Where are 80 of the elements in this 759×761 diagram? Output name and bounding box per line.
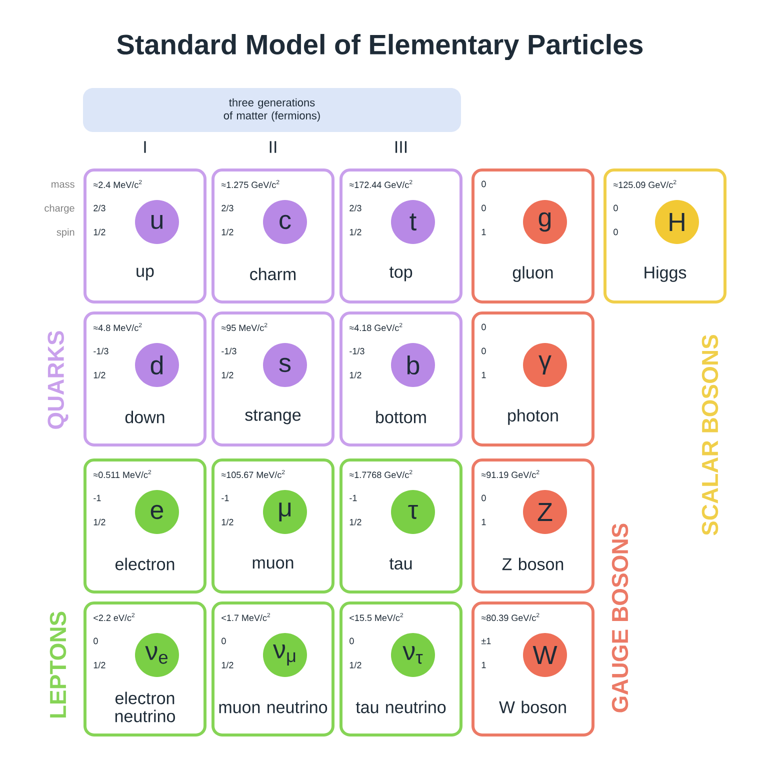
- generations-band: three generations of matter (fermions): [83, 88, 461, 132]
- spin-value: 1/2: [94, 518, 106, 526]
- particle-name: electron: [115, 558, 174, 570]
- spin-value: 1/2: [94, 372, 106, 378]
- charge-value: -1: [222, 494, 229, 502]
- particle-name: muon: [252, 559, 294, 569]
- charge-value: 2/3: [350, 204, 362, 212]
- spin-value: 1/2: [350, 662, 362, 668]
- mass-value: ≈4.8 MeV/c$^{2}$: [93, 322, 142, 332]
- mass-value: <15.5 MeV/c$^{2}$: [350, 612, 404, 622]
- particle-name: top: [389, 266, 412, 282]
- spin-value: 1/2: [222, 372, 234, 378]
- generation-numeral: III: [395, 141, 407, 153]
- particle-name: tau: [389, 558, 412, 570]
- particle-name: up: [136, 268, 154, 280]
- charge-value: 0: [614, 204, 618, 212]
- mass-value: ≈172.44 GeV/c$^{2}$: [349, 180, 412, 188]
- particle-name: strange: [245, 410, 301, 424]
- charge-value: ±1: [481, 638, 491, 644]
- generation-numeral: II: [270, 141, 276, 153]
- charge-value: 0: [94, 638, 98, 644]
- mass-value: <2.2 eV/c$^{2}$: [94, 612, 135, 622]
- charge-value: -1/3: [94, 348, 108, 354]
- group-label: QUARKS: [48, 331, 68, 429]
- particle-name: charm: [250, 268, 296, 280]
- charge-value: 0: [350, 638, 354, 644]
- group-label: SCALAR BOSONS: [702, 334, 718, 536]
- particle-name: tau neutrino: [356, 700, 446, 714]
- spin-value: 1: [482, 518, 486, 526]
- particle-name: Z boson: [502, 558, 564, 570]
- particle-name: gluon: [512, 266, 553, 282]
- mass-value: ≈2.4 MeV/c$^{2}$: [93, 180, 142, 188]
- particle-name: photon: [508, 409, 558, 425]
- group-label: LEPTONS: [50, 612, 66, 718]
- charge-value: -1: [350, 494, 357, 502]
- spin-value: 1: [482, 662, 486, 668]
- row-label: charge: [44, 204, 74, 214]
- charge-value: -1/3: [350, 348, 364, 354]
- row-label: spin: [56, 228, 74, 238]
- particle-name: W boson: [499, 700, 566, 714]
- mass-value: ≈80.39 GeV/c$^{2}$: [481, 612, 540, 622]
- mass-value: <1.7 MeV/c$^{2}$: [222, 612, 270, 622]
- spin-value: 1/2: [94, 228, 106, 236]
- charge-value: 0: [482, 494, 486, 502]
- row-label: mass: [52, 182, 74, 188]
- group-label: GAUGE BOSONS: [612, 524, 628, 712]
- title: Standard Model of Elementary Particles: [117, 34, 643, 60]
- particle-name: bottom: [376, 410, 426, 424]
- mass-value: ≈91.19 GeV/c$^{2}$: [481, 470, 540, 478]
- spin-value: 1/2: [350, 228, 362, 236]
- spin-value: 1/2: [350, 518, 362, 526]
- spin-value: 1/2: [350, 372, 362, 378]
- charge-value: 2/3: [94, 204, 106, 212]
- particle-name: electron neutrino: [115, 692, 175, 722]
- spin-value: 0: [614, 228, 618, 236]
- charge-value: 0: [482, 204, 486, 212]
- mass-value: ≈105.67 MeV/c$^{2}$: [221, 470, 285, 478]
- mass-value: ≈1.7768 GeV/c$^{2}$: [349, 470, 412, 478]
- mass-value: 0: [482, 180, 486, 188]
- spin-value: 1/2: [222, 518, 234, 526]
- mass-value: ≈1.275 GeV/c$^{2}$: [221, 180, 280, 188]
- charge-value: 0: [222, 638, 226, 644]
- spin-value: 1: [482, 228, 486, 236]
- charge-value: 0: [482, 348, 486, 354]
- particle-name: down: [125, 410, 164, 424]
- mass-value: 0: [482, 324, 486, 330]
- generation-numeral: I: [144, 141, 146, 153]
- particle-name: muon neutrino: [219, 700, 328, 714]
- mass-value: ≈95 MeV/c$^{2}$: [221, 322, 268, 332]
- charge-value: -1: [94, 494, 101, 502]
- mass-value: ≈4.18 GeV/c$^{2}$: [349, 322, 402, 332]
- mass-value: ≈0.511 MeV/c$^{2}$: [93, 470, 152, 478]
- charge-value: -1/3: [222, 348, 236, 354]
- spin-value: 1/2: [222, 228, 234, 236]
- mass-value: ≈125.09 GeV/c$^{2}$: [613, 180, 676, 188]
- spin-value: 1/2: [94, 662, 106, 668]
- charge-value: 2/3: [222, 204, 234, 212]
- particle-name: Higgs: [644, 266, 686, 282]
- spin-value: 1/2: [222, 662, 234, 668]
- spin-value: 1: [482, 372, 486, 378]
